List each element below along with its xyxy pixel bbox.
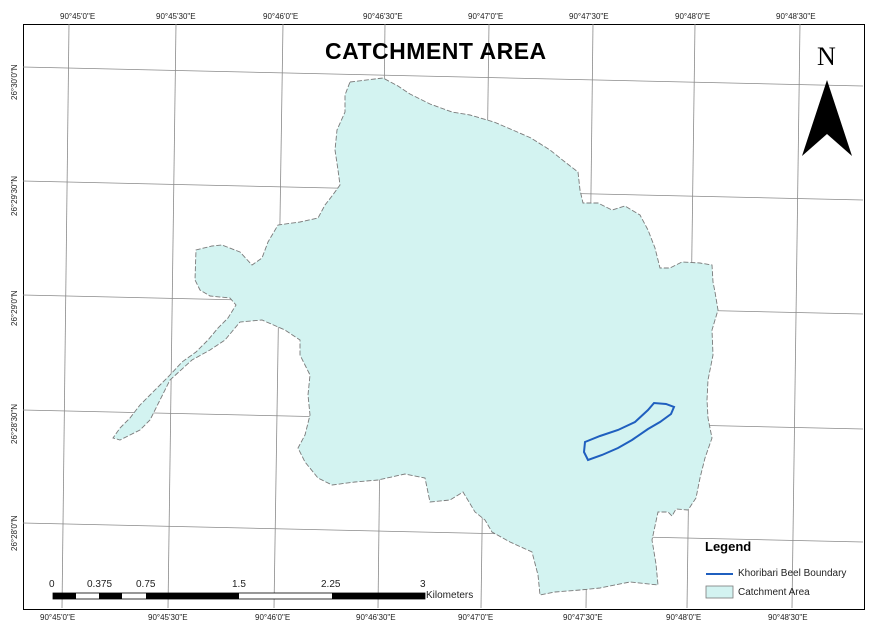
legend-item-catchment-label: Catchment Area — [738, 587, 810, 598]
lon-label-top: 90°48'0"E — [675, 12, 711, 21]
lon-label-bottom: 90°45'0"E — [40, 613, 76, 622]
lat-label-left: 26°29'0"N — [10, 290, 19, 326]
lon-label-top: 90°47'30"E — [569, 12, 609, 21]
parallel-line — [22, 66, 864, 87]
meridian-line — [61, 23, 70, 609]
scale-bar — [52, 592, 426, 600]
meridian-line — [167, 23, 177, 609]
lat-label-left: 26°30'0"N — [10, 64, 19, 100]
lat-label-left: 26°29'30"N — [10, 175, 19, 216]
lon-label-bottom: 90°48'0"E — [666, 613, 702, 622]
lon-label-bottom: 90°45'30"E — [148, 613, 188, 622]
lon-label-bottom: 90°48'30"E — [768, 613, 808, 622]
meridian-line — [791, 23, 801, 609]
lon-label-bottom: 90°47'0"E — [458, 613, 494, 622]
north-label: N — [817, 42, 836, 71]
map-title: CATCHMENT AREA — [325, 38, 547, 64]
lat-label-left: 26°28'30"N — [10, 403, 19, 444]
legend-item-beel-label: Khoribari Beel Boundary — [738, 568, 847, 579]
scale-label: 3 — [420, 579, 426, 590]
catchment-area-polygon — [112, 77, 719, 596]
lon-label-top: 90°45'30"E — [156, 12, 196, 21]
scale-label: 0.375 — [87, 579, 113, 590]
lon-label-top: 90°47'0"E — [468, 12, 504, 21]
legend-catchment-swatch-icon — [705, 585, 734, 599]
scale-unit-label: Kilometers — [426, 590, 474, 601]
lat-label-left: 26°28'0"N — [10, 515, 19, 551]
lon-label-top: 90°48'30"E — [776, 12, 816, 21]
parallel-line — [22, 522, 864, 543]
khoribari-beel-boundary — [582, 401, 676, 462]
legend-title: Legend — [705, 539, 752, 554]
lon-label-bottom: 90°46'0"E — [255, 613, 291, 622]
legend-symbols — [705, 573, 734, 599]
north-arrow-icon — [802, 80, 852, 156]
scale-label: 0 — [49, 579, 55, 590]
lon-label-top: 90°46'30"E — [363, 12, 403, 21]
lon-label-top: 90°46'0"E — [263, 12, 299, 21]
scale-label: 2.25 — [321, 579, 341, 590]
lon-label-bottom: 90°47'30"E — [563, 613, 603, 622]
lon-label-top: 90°45'0"E — [60, 12, 96, 21]
lon-label-bottom: 90°46'30"E — [356, 613, 396, 622]
scale-label: 1.5 — [232, 579, 246, 590]
scale-label: 0.75 — [136, 579, 156, 590]
